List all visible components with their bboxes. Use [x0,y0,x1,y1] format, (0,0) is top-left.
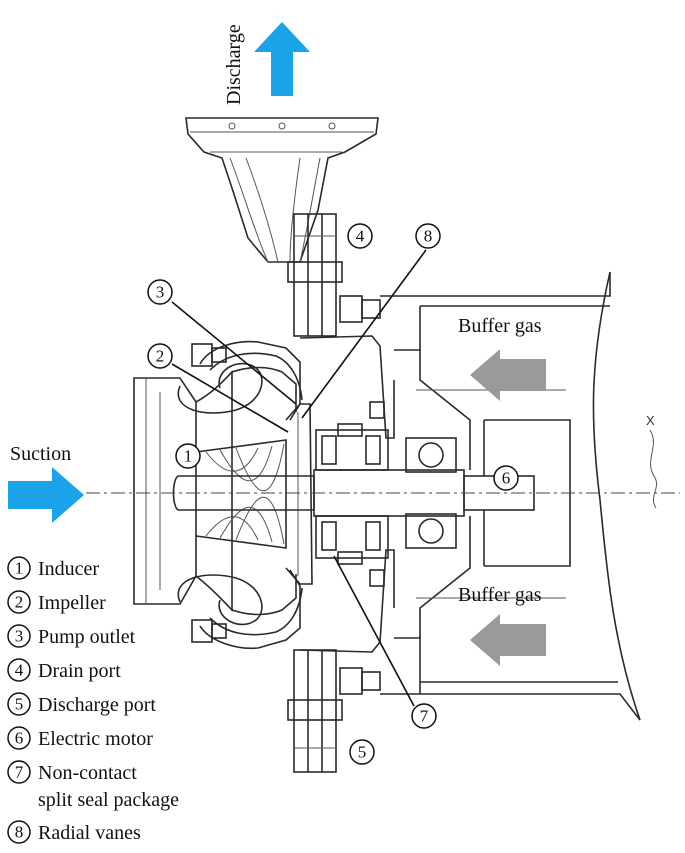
callout-8: 8 [415,223,441,249]
discharge-nozzle [185,117,379,263]
bearing-housing [299,295,471,695]
buffer-gas-arrow-bottom [470,614,546,666]
suction-arrow [8,467,84,523]
svg-text:split seal package: split seal package [38,789,179,811]
svg-text:4: 4 [15,661,24,680]
callout-5: 5 [349,739,375,765]
callout-2: 2 [147,343,173,369]
callout-3: 3 [147,279,173,305]
inducer [195,439,287,549]
leader-7 [333,555,415,707]
legend-item-radial-vanes: 8 Radial vanes [7,820,141,844]
svg-text:Electric motor: Electric motor [38,728,153,750]
svg-text:3: 3 [15,627,24,646]
svg-text:Inducer: Inducer [38,558,99,580]
svg-text:Pump outlet: Pump outlet [38,626,136,648]
svg-text:2: 2 [156,347,165,366]
svg-text:Drain port: Drain port [38,660,121,682]
pump-casing [177,340,303,650]
svg-text:5: 5 [15,695,24,714]
discharge-arrow [254,22,310,96]
svg-text:5: 5 [358,743,367,762]
suction-flange [133,370,233,612]
leader-3 [171,301,297,405]
suction-label: Suction [10,443,71,465]
impeller [285,403,313,585]
legend-item-drain-port: 4 Drain port [7,658,121,682]
svg-text:4: 4 [356,227,365,246]
buffer-gas-label-top: Buffer gas [458,315,542,337]
discharge-port [287,649,343,773]
legend: 1 Inducer 2 Impeller 3 Pump outlet 4 Dra… [7,556,179,844]
svg-text:8: 8 [15,823,24,842]
leader-2 [171,363,289,433]
svg-text:6: 6 [502,469,511,488]
svg-text:3: 3 [156,283,165,302]
electric-motor [380,271,641,721]
callout-1: 1 [175,443,201,469]
svg-text:1: 1 [15,559,24,578]
legend-item-electric-motor: 6 Electric motor [7,726,153,750]
legend-item-seal-package: 7 Non-contact split seal package [7,760,179,811]
legend-item-discharge-port: 5 Discharge port [7,692,156,716]
buffer-gas-label-bottom: Buffer gas [458,584,542,606]
seal-package [315,423,389,565]
x-mark-label: X [646,413,655,428]
legend-item-impeller: 2 Impeller [7,590,106,614]
legend-item-pump-outlet: 3 Pump outlet [7,624,136,648]
svg-text:1: 1 [184,447,193,466]
svg-text:8: 8 [424,227,433,246]
svg-text:Radial vanes: Radial vanes [38,822,141,844]
callout-6: 6 [493,465,519,491]
callout-4: 4 [347,223,373,249]
svg-text:Discharge port: Discharge port [38,694,156,716]
legend-item-inducer: 1 Inducer [7,556,99,580]
drain-port [287,213,343,337]
svg-text:6: 6 [15,729,24,748]
svg-text:Non-contact: Non-contact [38,762,137,784]
svg-text:Impeller: Impeller [38,592,106,614]
svg-text:7: 7 [420,707,429,726]
x-mark-wave [649,429,658,509]
callout-7: 7 [411,703,437,729]
leader-8 [301,249,427,419]
svg-text:7: 7 [15,763,24,782]
svg-text:2: 2 [15,593,24,612]
discharge-label: Discharge [223,24,245,105]
buffer-gas-arrow-top [470,349,546,401]
